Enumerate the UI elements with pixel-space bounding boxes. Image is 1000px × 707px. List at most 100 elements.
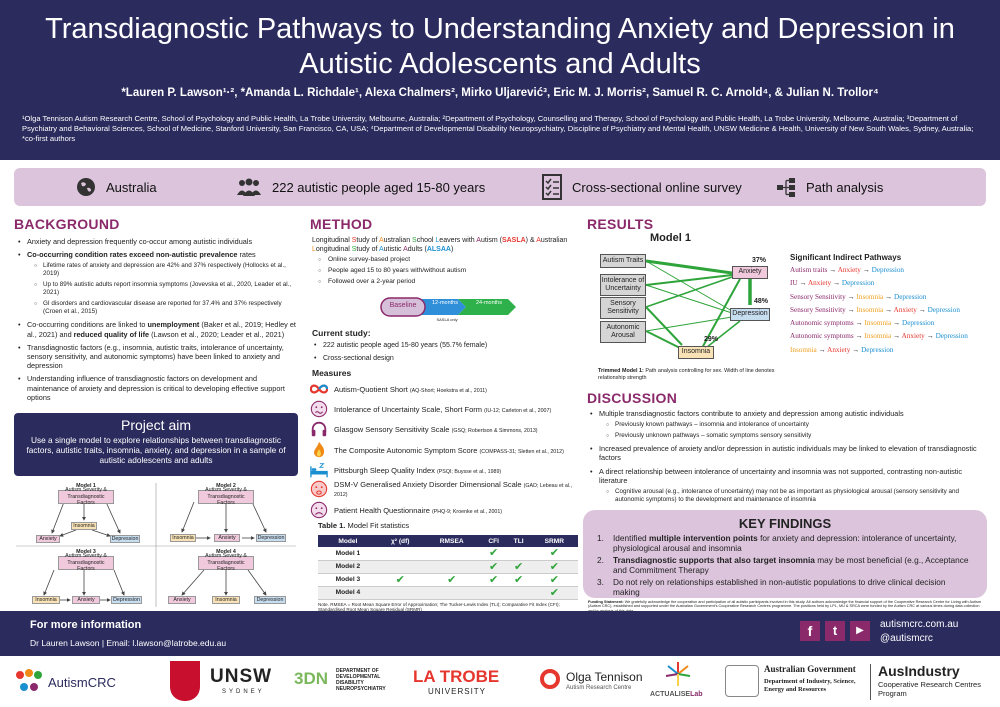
study-acronym: ALSAA (426, 246, 451, 253)
key-findings-title: KEY FINDINGS (738, 516, 832, 531)
table-cell (422, 547, 481, 561)
table-cell (377, 586, 423, 600)
check-icon: ✔ (530, 547, 578, 561)
key-findings-box: KEY FINDINGS 1.Identified multiple inter… (583, 510, 987, 598)
actualise-lab-text: Lab (690, 691, 703, 698)
study-letter: A (403, 246, 408, 253)
measure-name: Intolerance of Uncertainty Scale, Short … (334, 405, 551, 414)
bold-text: multiple intervention points (648, 533, 758, 543)
pathway-step: Anxiety (837, 266, 861, 274)
pathway-step: Depression (935, 332, 968, 341)
study-letter: S (351, 246, 357, 253)
node-depression: Depression (730, 308, 770, 321)
discussion-bullet: Increased prevalence of anxiety and/or d… (590, 444, 986, 462)
pathway-step: Insomnia (864, 319, 892, 328)
model-1-depression: Depression (110, 535, 140, 543)
pathway-step: Insomnia (790, 345, 817, 354)
table-header: TLI (506, 535, 531, 547)
university-crest-icon (170, 661, 200, 701)
measure-name: The Composite Autonomic Symptom Score (C… (334, 446, 564, 455)
pathway-step: Depression (871, 266, 905, 274)
arrow-icon: → (831, 279, 842, 288)
study-text: utism ( (480, 237, 502, 244)
social-handle[interactable]: @autismcrc (880, 633, 933, 644)
model-3-anxiety: Anxiety (72, 596, 100, 604)
arrow-icon: → (891, 319, 903, 328)
model-2-anxiety: Anxiety (214, 534, 240, 542)
pathway-step: Autism traits (790, 266, 828, 274)
check-icon: ✔ (480, 547, 507, 561)
youtube-icon[interactable]: ▶ (850, 621, 870, 641)
table-caption-label: Table 1. (318, 521, 346, 530)
gov-dept-text: Department of Industry, Science, Energy … (764, 678, 856, 693)
measure-item: Glasgow Sensory Sensitivity Scale (GSQ; … (310, 419, 575, 439)
bold-text: Transdiagnostic supports that also targe… (613, 555, 815, 565)
pathway-step: Anxiety (807, 279, 832, 288)
measure-name: DSM-V Generalised Anxiety Disorder Dimen… (334, 480, 575, 498)
pathway-step: Insomnia (864, 332, 892, 341)
table-caption-text: Model Fit statistics (345, 521, 410, 530)
facebook-icon[interactable]: f (800, 621, 820, 641)
arrow-icon: → (827, 266, 838, 274)
measure-name: Autism-Quotient Short (AQ-Short; Hoekstr… (334, 385, 487, 394)
text: (Baker et al., 2019; Hedley et al., 2021… (27, 320, 296, 339)
pathway-step: Depression (861, 345, 894, 354)
method-bullet: Online survey-based project (312, 256, 576, 264)
model-caption-label: Trimmed Model 1: (598, 368, 644, 374)
arrow-icon: → (860, 266, 872, 274)
twitter-icon[interactable]: t (825, 621, 845, 641)
pathway-step: Depression (841, 279, 875, 288)
study-acronym: SASLA (501, 237, 526, 244)
table-cell: Model 3 (318, 573, 378, 587)
key-findings-list: 1.Identified multiple intervention point… (583, 531, 987, 597)
funding-label: Funding Statement: (588, 600, 624, 604)
arrow-icon: → (883, 305, 894, 314)
method-heading: METHOD (310, 216, 373, 232)
arrow-icon: → (883, 292, 895, 301)
olga-tennison-sub: Autism Research Centre (566, 685, 632, 691)
study-letter: A (476, 237, 481, 244)
3dn-text: DEPARTMENT OF DEVELOPMENTAL DISABILITY N… (336, 668, 386, 692)
arrow-icon: → (816, 345, 828, 354)
infinity-icon (310, 384, 328, 394)
olga-tennison-ring-icon (540, 669, 560, 689)
website-link[interactable]: autismcrc.com.au (880, 619, 959, 630)
table-cell (377, 560, 423, 574)
table-header: SRMR (530, 535, 578, 547)
table-header-row: Model χ² (df) RMSEA CFI TLI SRMR (318, 535, 578, 547)
check-icon: ✔ (530, 573, 578, 587)
model-4-label: Model 4 (216, 549, 236, 556)
table-note: Note. RMSEA = Root Mean Square Error of … (318, 602, 560, 613)
logo-bar: AutismCRC UNSW SYDNEY 3DN DEPARTMENT OF … (0, 656, 1000, 707)
contact-line[interactable]: Dr Lauren Lawson | Email: l.lawson@latro… (30, 638, 227, 648)
path-diagram (645, 259, 752, 352)
measure-name: Patient Health Questionnaire (PHQ-9; Kro… (334, 506, 502, 515)
model-4-anxiety: Anxiety (168, 596, 196, 604)
timeline-24-months: 24-months (476, 300, 502, 306)
funding-statement: Funding Statement: We gratefully acknowl… (588, 600, 988, 613)
text: Do not rely on relationships established… (613, 577, 946, 597)
depression-variance: 48% (754, 298, 769, 305)
pathway-item: IU → Anxiety → Depression (790, 279, 990, 287)
pathway-item: Autonomic symptoms → Insomnia → Depressi… (790, 319, 990, 327)
discussion-subbullet: Previously unknown pathways – somatic sy… (599, 432, 986, 440)
background-list: Anxiety and depression frequently co-occ… (18, 237, 298, 406)
actualise-text: ACTUALISE (650, 691, 691, 698)
banner-analysis: Path analysis (776, 168, 883, 206)
background-heading: BACKGROUND (14, 216, 120, 232)
study-banner: Australia 222 autistic people aged 15-80… (14, 168, 986, 206)
pathway-item: Sensory Sensitivity → Insomnia → Anxiety… (790, 306, 990, 314)
model-diagram-lines (16, 483, 296, 607)
hands-icon (16, 669, 42, 691)
measure-title: The Composite Autonomic Symptom Score (334, 445, 478, 455)
autismcrc-logo: AutismCRC (14, 666, 124, 698)
check-icon: ✔ (480, 560, 507, 574)
node-sensory-sensitivity: Sensory Sensitivity (600, 297, 646, 319)
more-info-label: For more information (30, 619, 142, 631)
pathway-step: Depression (894, 292, 927, 301)
banner-location-text: Australia (106, 179, 157, 195)
key-finding: 2.Transdiagnostic supports that also tar… (597, 555, 973, 575)
measure-item: Patient Health Questionnaire (PHQ-9; Kro… (310, 500, 575, 520)
table-cell: Model 2 (318, 560, 378, 574)
banner-design-text: Cross-sectional online survey (572, 179, 742, 195)
